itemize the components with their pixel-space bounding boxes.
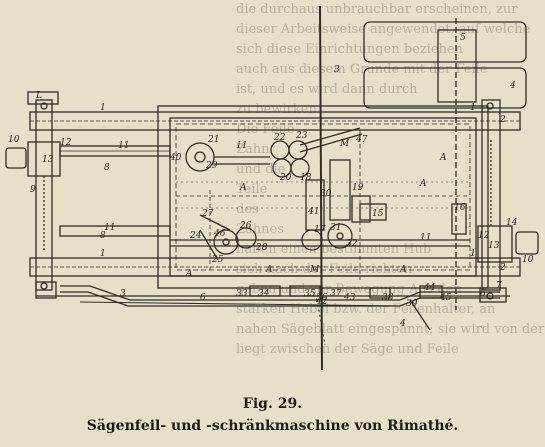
svg-text:47: 47 bbox=[355, 135, 368, 145]
svg-text:24: 24 bbox=[189, 231, 202, 241]
svg-text:23: 23 bbox=[295, 131, 308, 141]
svg-text:A: A bbox=[419, 179, 427, 189]
svg-text:42: 42 bbox=[315, 297, 328, 307]
svg-text:17: 17 bbox=[314, 225, 326, 235]
svg-text:M: M bbox=[309, 265, 320, 275]
svg-text:1: 1 bbox=[100, 249, 106, 259]
svg-text:41: 41 bbox=[307, 207, 319, 217]
svg-text:4: 4 bbox=[399, 319, 406, 329]
svg-text:A: A bbox=[185, 269, 193, 279]
svg-text:13: 13 bbox=[488, 241, 500, 251]
svg-text:34: 34 bbox=[258, 289, 270, 299]
svg-text:45: 45 bbox=[439, 293, 452, 303]
figure-number: Fig. 29. bbox=[242, 396, 303, 412]
svg-text:12: 12 bbox=[478, 231, 490, 241]
svg-text:11: 11 bbox=[118, 141, 129, 151]
svg-text:39: 39 bbox=[406, 299, 418, 309]
svg-text:46: 46 bbox=[213, 229, 226, 239]
figure-title: Sägenfeil- und -schränkmaschine von Rima… bbox=[86, 418, 459, 434]
svg-text:A: A bbox=[239, 183, 247, 193]
svg-text:11: 11 bbox=[420, 233, 431, 243]
svg-text:33: 33 bbox=[236, 289, 248, 299]
svg-text:29: 29 bbox=[205, 161, 218, 171]
svg-text:11: 11 bbox=[104, 223, 115, 233]
svg-text:9: 9 bbox=[30, 185, 36, 195]
svg-text:13: 13 bbox=[42, 155, 54, 165]
svg-text:L: L bbox=[35, 91, 42, 101]
machine-technical-drawing: 1 1 1 1 2 2 3 3 4 4 5 6 6 7 8 8 9 10 10 … bbox=[5, 5, 539, 371]
svg-text:5: 5 bbox=[460, 33, 466, 43]
svg-text:8: 8 bbox=[100, 231, 106, 241]
svg-text:31: 31 bbox=[330, 223, 341, 233]
svg-text:2: 2 bbox=[499, 263, 506, 273]
svg-text:10: 10 bbox=[522, 255, 534, 265]
svg-text:38: 38 bbox=[382, 293, 394, 303]
svg-text:11: 11 bbox=[236, 141, 247, 151]
svg-text:10: 10 bbox=[8, 135, 20, 145]
svg-text:40: 40 bbox=[169, 153, 182, 163]
svg-text:43: 43 bbox=[343, 293, 356, 303]
svg-text:22: 22 bbox=[273, 133, 286, 143]
svg-text:7: 7 bbox=[496, 281, 502, 291]
svg-text:12: 12 bbox=[60, 138, 72, 148]
svg-text:1: 1 bbox=[470, 249, 476, 259]
svg-text:4: 4 bbox=[509, 81, 516, 91]
svg-text:20: 20 bbox=[279, 173, 292, 183]
svg-text:3: 3 bbox=[120, 289, 126, 299]
svg-text:3: 3 bbox=[334, 65, 340, 75]
svg-text:19: 19 bbox=[352, 183, 364, 193]
svg-text:35: 35 bbox=[304, 289, 316, 299]
svg-text:28: 28 bbox=[255, 243, 268, 253]
svg-text:15: 15 bbox=[372, 209, 384, 219]
svg-text:25: 25 bbox=[211, 255, 224, 265]
svg-text:M: M bbox=[339, 139, 350, 149]
svg-text:18: 18 bbox=[300, 173, 312, 183]
svg-text:37: 37 bbox=[330, 289, 342, 299]
svg-text:16: 16 bbox=[454, 203, 466, 213]
svg-text:A: A bbox=[439, 153, 447, 163]
svg-text:6: 6 bbox=[480, 289, 486, 299]
svg-text:1: 1 bbox=[100, 103, 106, 113]
svg-text:A: A bbox=[265, 265, 273, 275]
svg-text:1: 1 bbox=[470, 103, 476, 113]
svg-text:32: 32 bbox=[346, 239, 358, 249]
svg-text:21: 21 bbox=[207, 135, 219, 145]
svg-text:30: 30 bbox=[320, 189, 332, 199]
svg-text:A: A bbox=[399, 265, 407, 275]
svg-text:6: 6 bbox=[200, 293, 206, 303]
svg-text:36: 36 bbox=[316, 293, 328, 303]
svg-text:27: 27 bbox=[201, 209, 214, 219]
svg-text:8: 8 bbox=[104, 163, 110, 173]
svg-text:2: 2 bbox=[499, 115, 506, 125]
svg-text:44: 44 bbox=[423, 283, 436, 293]
svg-text:14: 14 bbox=[506, 218, 518, 228]
svg-text:26: 26 bbox=[239, 221, 252, 231]
